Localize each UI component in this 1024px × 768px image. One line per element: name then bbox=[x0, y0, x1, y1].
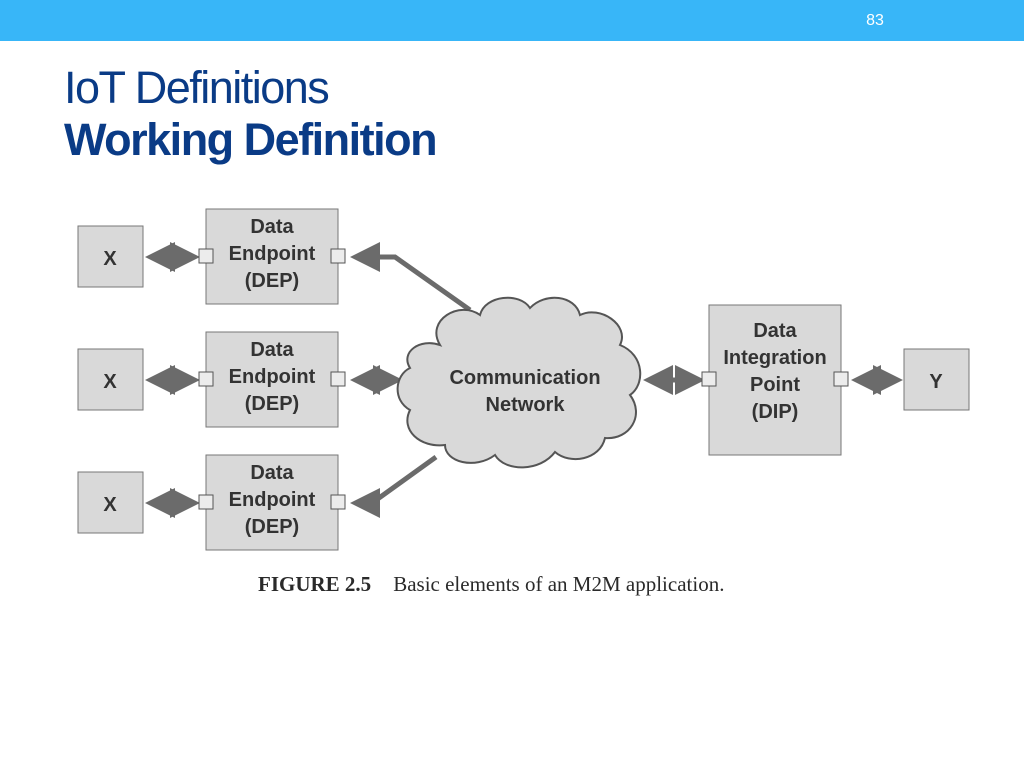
input-x-2: X bbox=[77, 348, 144, 411]
data-integration-point: Data Integration Point (DIP) bbox=[701, 304, 849, 456]
output-y-label: Y bbox=[929, 371, 943, 393]
input-x-1-label: X bbox=[103, 248, 117, 270]
svg-text:Communication: Communication bbox=[449, 367, 600, 389]
svg-text:Data: Data bbox=[753, 320, 797, 342]
input-x-1: X bbox=[77, 225, 144, 288]
svg-text:Data: Data bbox=[250, 339, 294, 361]
svg-text:Data: Data bbox=[250, 462, 294, 484]
svg-text:Point: Point bbox=[750, 374, 800, 396]
svg-text:Network: Network bbox=[486, 394, 566, 416]
svg-text:Endpoint: Endpoint bbox=[229, 366, 316, 388]
svg-text:(DIP): (DIP) bbox=[752, 401, 799, 423]
m2m-diagram: X X X Data Endpoint (DEP) Data Endpoint … bbox=[77, 208, 970, 551]
data-endpoint-2: Data Endpoint (DEP) bbox=[198, 331, 346, 428]
communication-network-cloud: Communication Network bbox=[396, 296, 642, 469]
svg-text:(DEP): (DEP) bbox=[245, 516, 299, 538]
data-endpoint-3: Data Endpoint (DEP) bbox=[198, 454, 346, 551]
input-x-3-label: X bbox=[103, 494, 117, 516]
figure-caption-text: Basic elements of an M2M application. bbox=[393, 572, 725, 596]
figure-label: FIGURE 2.5 bbox=[258, 572, 372, 596]
output-y: Y bbox=[903, 348, 970, 411]
data-endpoint-1: Data Endpoint (DEP) bbox=[198, 208, 346, 305]
figure-caption: FIGURE 2.5 Basic elements of an M2M appli… bbox=[258, 572, 724, 597]
arrow-dep1-network bbox=[350, 242, 472, 313]
arrow-dep3-network bbox=[350, 454, 438, 518]
svg-text:(DEP): (DEP) bbox=[245, 393, 299, 415]
top-bar bbox=[0, 0, 1024, 41]
svg-text:Integration: Integration bbox=[723, 347, 826, 369]
svg-text:(DEP): (DEP) bbox=[245, 270, 299, 292]
slide-title: IoT Definitions Working Definition bbox=[64, 62, 438, 166]
input-x-2-label: X bbox=[103, 371, 117, 393]
svg-text:Endpoint: Endpoint bbox=[229, 489, 316, 511]
svg-text:Endpoint: Endpoint bbox=[229, 243, 316, 265]
page-number: 83 bbox=[866, 12, 884, 29]
input-x-3: X bbox=[77, 471, 144, 534]
title-line-1: IoT Definitions bbox=[64, 62, 330, 113]
title-line-2: Working Definition bbox=[64, 113, 438, 165]
svg-text:Data: Data bbox=[250, 216, 294, 238]
